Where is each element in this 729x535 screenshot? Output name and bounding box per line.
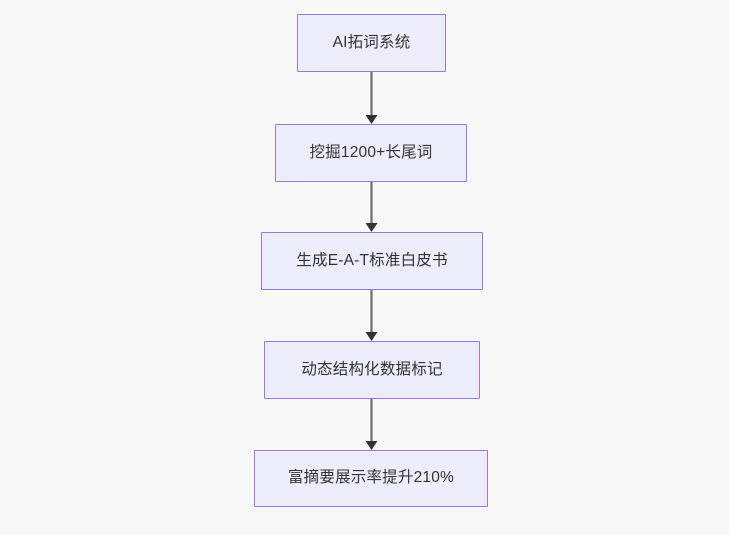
- flowchart-node-ai-keyword-system[interactable]: AI拓词系统: [297, 14, 446, 72]
- flowchart-node-mine-longtail-keywords[interactable]: 挖掘1200+长尾词: [275, 124, 467, 182]
- edge-n2-n3: [365, 182, 378, 232]
- node-label: AI拓词系统: [332, 33, 411, 51]
- flowchart-node-dynamic-structured-data-markup[interactable]: 动态结构化数据标记: [264, 341, 480, 399]
- node-label: 挖掘1200+长尾词: [309, 143, 433, 161]
- node-label: 生成E-A-T标准白皮书: [296, 251, 448, 269]
- edge-n3-n4: [365, 290, 378, 341]
- flowchart-node-generate-eat-whitepaper[interactable]: 生成E-A-T标准白皮书: [261, 232, 483, 290]
- flowchart-node-rich-snippet-impression-uplift[interactable]: 富摘要展示率提升210%: [254, 450, 488, 507]
- edge-n4-n5: [365, 399, 378, 450]
- node-label: 动态结构化数据标记: [301, 360, 443, 378]
- node-label: 富摘要展示率提升210%: [287, 469, 455, 487]
- edge-n1-n2: [365, 72, 378, 124]
